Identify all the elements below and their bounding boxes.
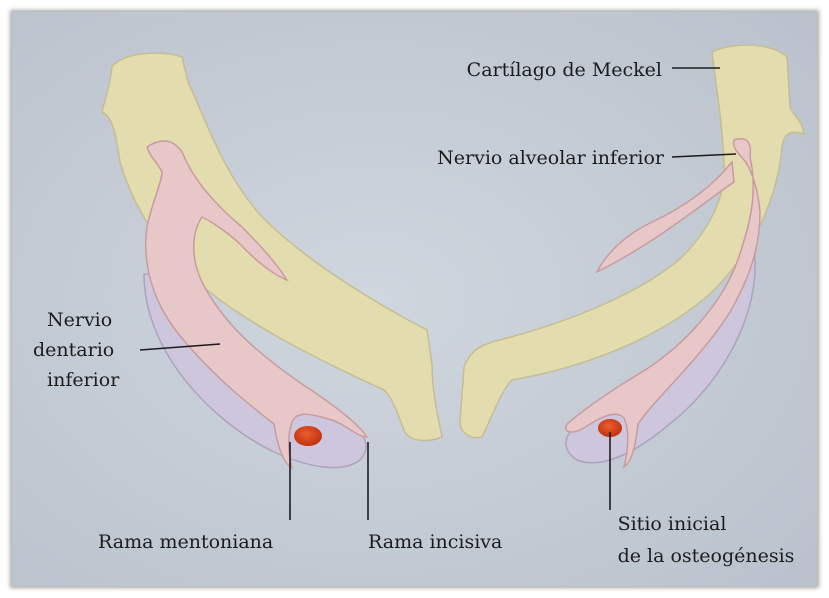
figure-frame: Cartílago de Meckel Nervio alveolar infe…	[12, 12, 817, 586]
mandible-development-diagram: Cartílago de Meckel Nervio alveolar infe…	[12, 12, 817, 586]
label-nervio-alveolar-inferior: Nervio alveolar inferior	[437, 147, 665, 169]
label-nervio-dentario-line-1: Nervio	[47, 309, 112, 331]
label-nervio-dentario-line-3: inferior	[47, 369, 120, 391]
label-sitio-inicial-line-1: Sitio inicial	[618, 513, 727, 535]
left-ossification-site	[294, 426, 322, 446]
label-cartilago-de-meckel: Cartílago de Meckel	[467, 59, 662, 81]
label-rama-incisiva: Rama incisiva	[368, 531, 502, 553]
label-rama-mentoniana: Rama mentoniana	[98, 531, 273, 553]
label-sitio-inicial-line-2: de la osteogénesis	[618, 545, 795, 567]
label-nervio-dentario-line-2: dentario	[33, 339, 114, 361]
